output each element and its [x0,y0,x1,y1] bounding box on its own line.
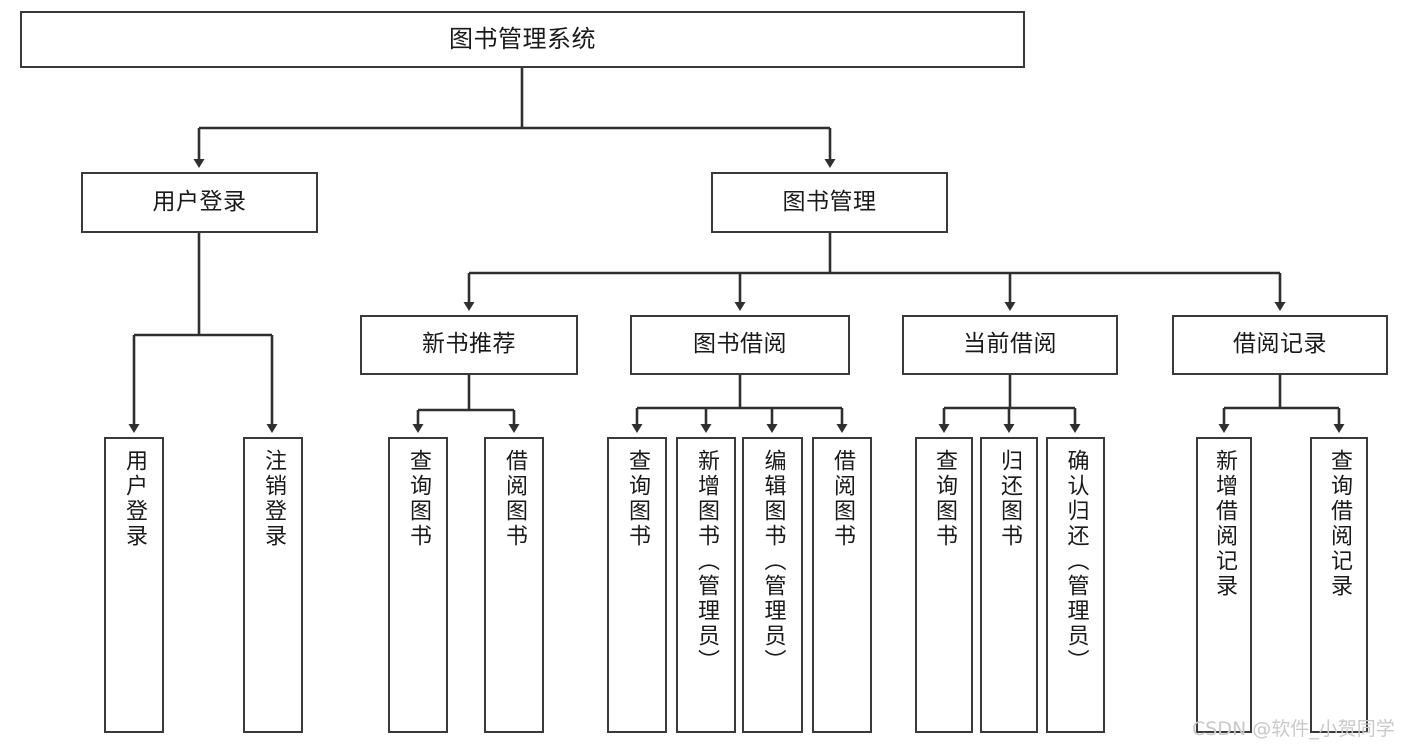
leaf-return-book[interactable]: 归还图书 [980,437,1038,733]
node-current-borrow[interactable]: 当前借阅 [902,315,1118,375]
leaf-borrow-book-1-label: 借阅图书 [502,449,527,549]
node-book-borrow-label: 图书借阅 [693,331,787,358]
leaf-query-book-1-label: 查询图书 [406,449,431,549]
leaf-logout-label: 注销登录 [261,449,286,549]
leaf-return-book-label: 归还图书 [997,449,1022,549]
leaf-query-record[interactable]: 查询借阅记录 [1310,437,1368,733]
leaf-add-record-label: 新增借阅记录 [1212,449,1237,599]
leaf-logout[interactable]: 注销登录 [243,437,303,733]
leaf-confirm-return[interactable]: 确认归还（管理员） [1046,437,1105,733]
node-user-login-label: 用户登录 [152,188,247,215]
node-root-label: 图书管理系统 [449,25,596,54]
leaf-confirm-return-label: 确认归还（管理员） [1063,449,1089,674]
leaf-user-login[interactable]: 用户登录 [104,437,164,733]
node-new-book-rec[interactable]: 新书推荐 [360,315,578,375]
leaf-query-book-2-label: 查询图书 [625,449,650,549]
node-user-login[interactable]: 用户登录 [81,172,318,233]
node-borrow-record-label: 借阅记录 [1233,331,1327,358]
leaf-add-book-label: 新增图书（管理员） [694,449,719,674]
node-book-manage[interactable]: 图书管理 [711,172,948,233]
leaf-add-book[interactable]: 新增图书（管理员） [676,437,736,733]
node-borrow-record[interactable]: 借阅记录 [1172,315,1388,375]
node-current-borrow-label: 当前借阅 [963,331,1057,358]
leaf-borrow-book-2-label: 借阅图书 [830,449,855,549]
csdn-watermark: CSDN @软件_小贺同学 [1192,718,1395,740]
node-book-manage-label: 图书管理 [782,188,877,215]
leaf-query-book-3[interactable]: 查询图书 [915,437,973,733]
node-book-borrow[interactable]: 图书借阅 [630,315,850,375]
leaf-borrow-book-1[interactable]: 借阅图书 [484,437,544,733]
leaf-query-book-1[interactable]: 查询图书 [388,437,448,733]
node-new-book-rec-label: 新书推荐 [422,331,516,358]
leaf-query-book-2[interactable]: 查询图书 [607,437,667,733]
leaf-edit-book-label: 编辑图书（管理员） [760,449,786,674]
leaf-query-book-3-label: 查询图书 [932,449,957,549]
leaf-query-record-label: 查询借阅记录 [1327,449,1352,599]
leaf-edit-book[interactable]: 编辑图书（管理员） [742,437,803,733]
leaf-add-record[interactable]: 新增借阅记录 [1196,437,1252,733]
leaf-borrow-book-2[interactable]: 借阅图书 [812,437,872,733]
node-root-system[interactable]: 图书管理系统 [20,11,1025,68]
leaf-user-login-label: 用户登录 [122,449,147,549]
